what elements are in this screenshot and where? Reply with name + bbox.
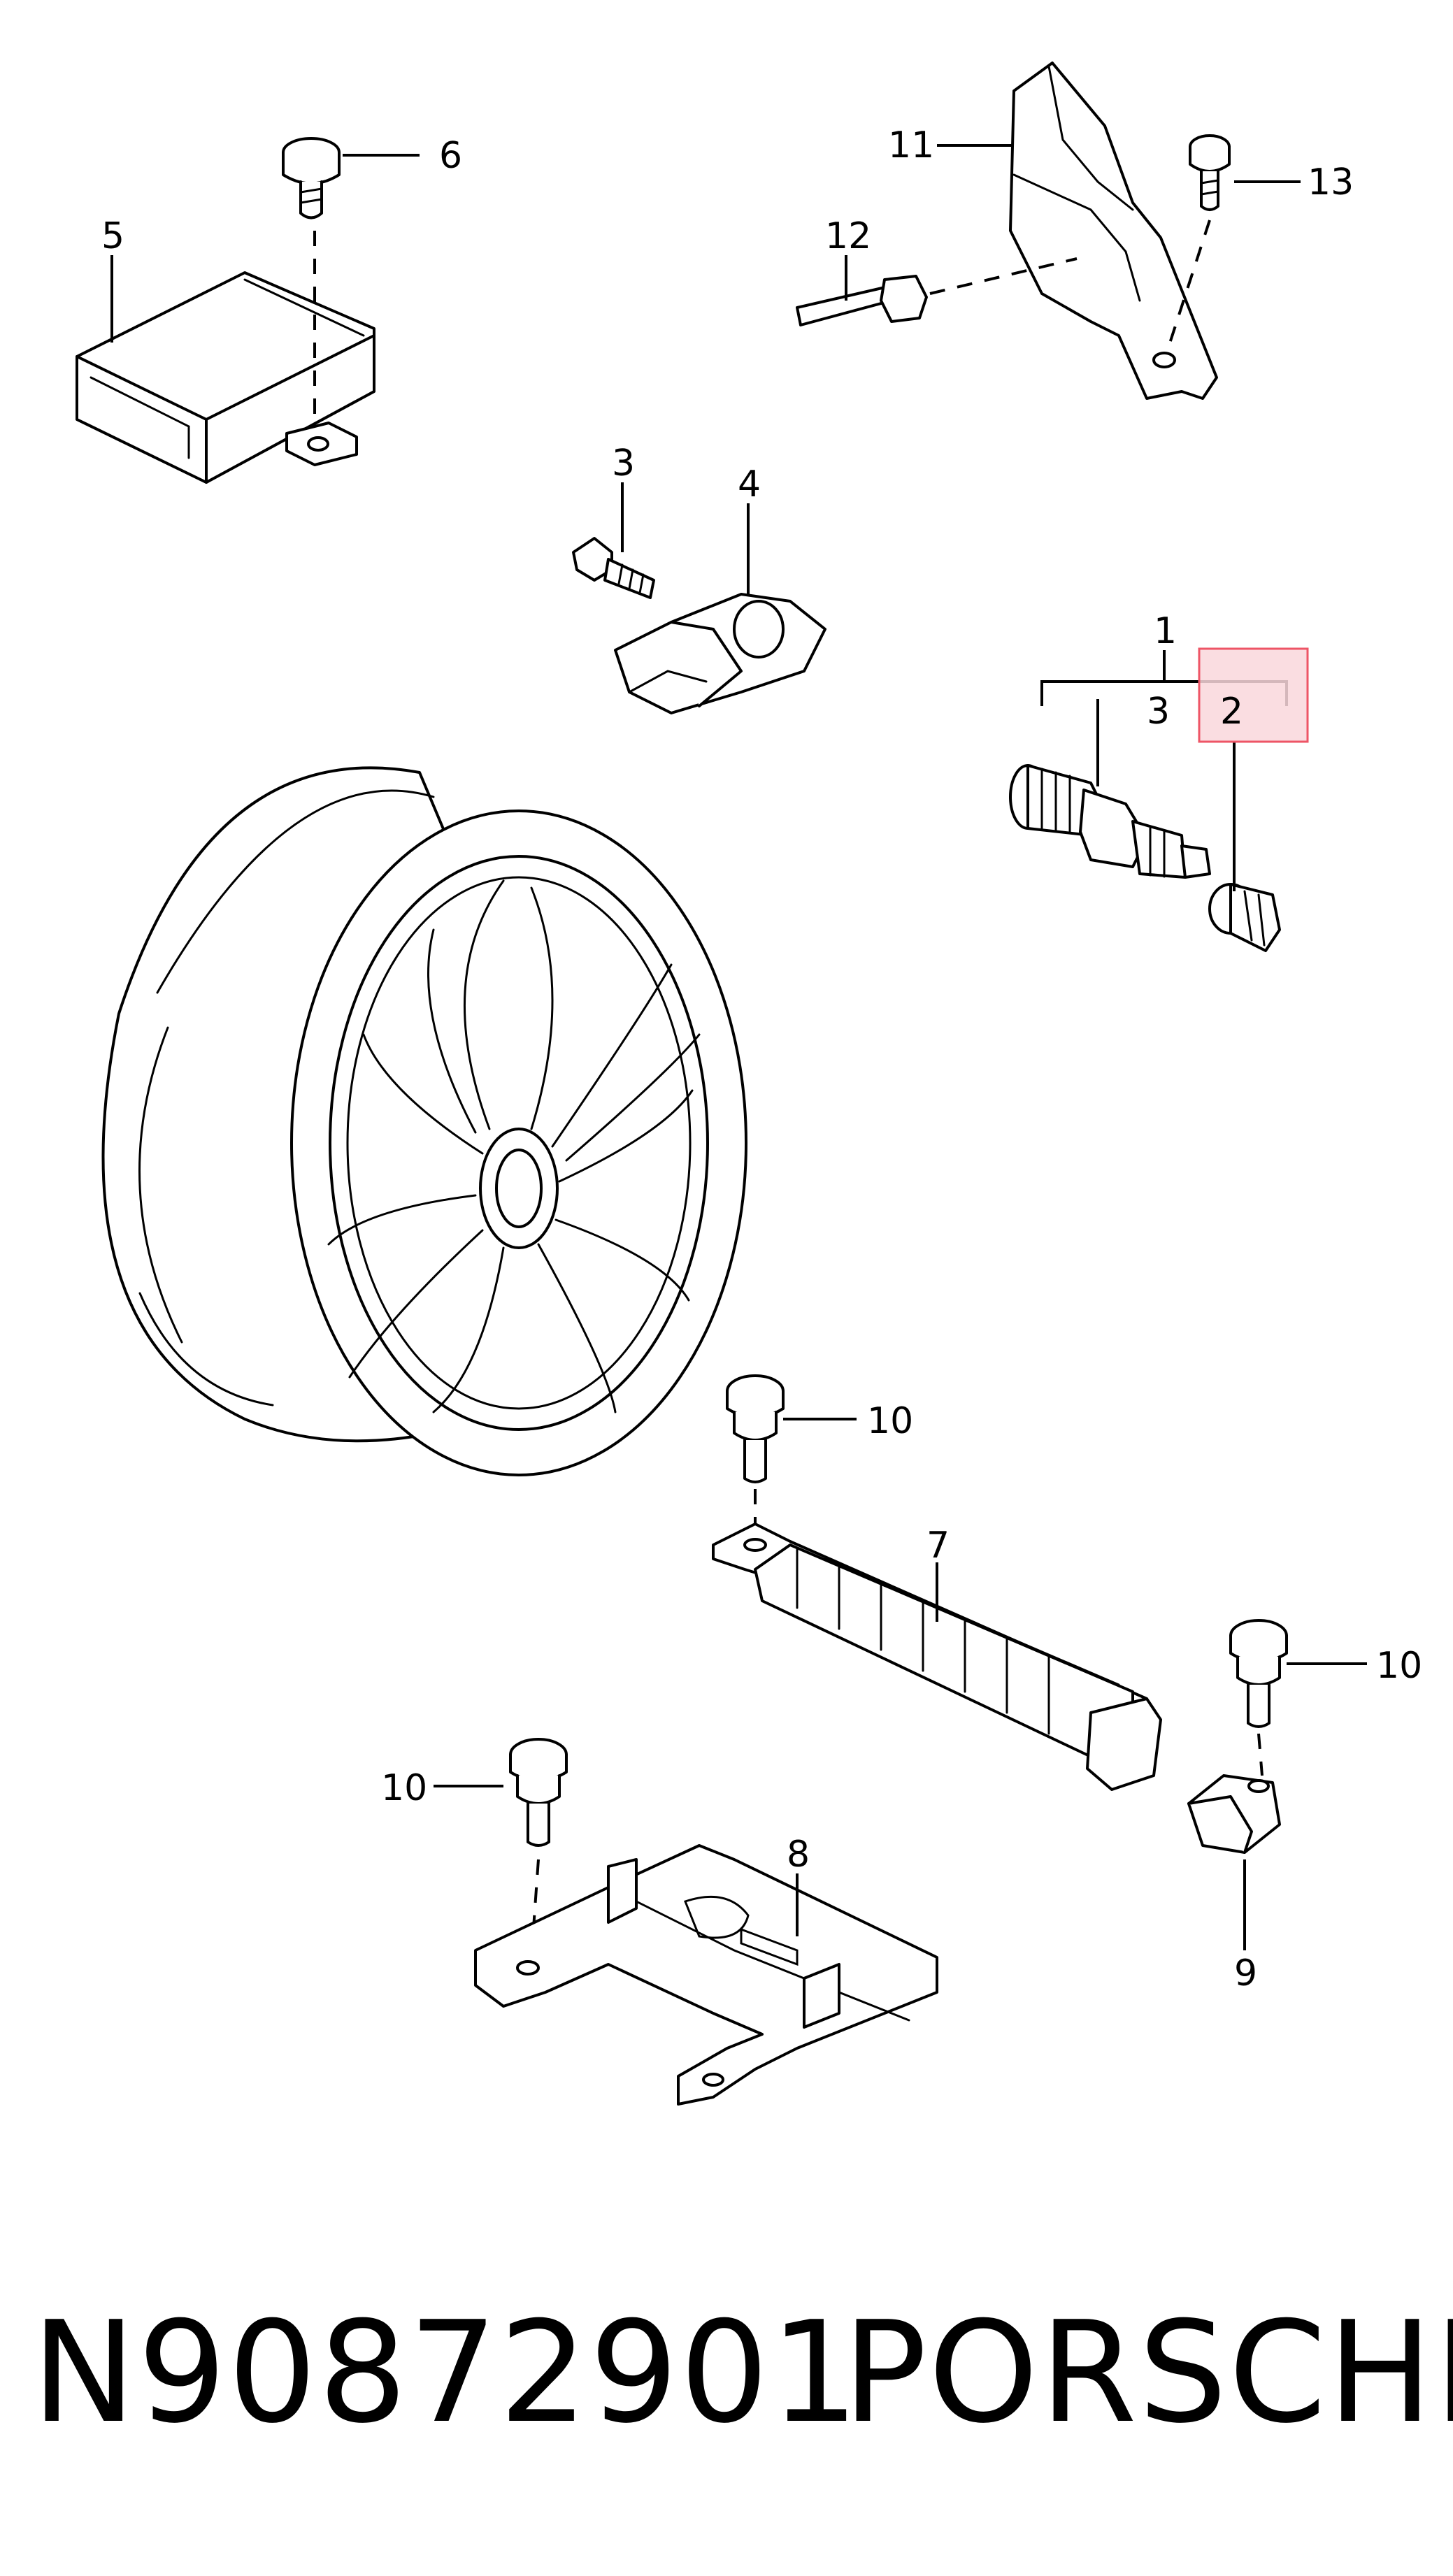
sensor-screw-part-3 xyxy=(572,537,655,599)
screw-part-10c xyxy=(509,1738,568,1958)
callout-4: 4 xyxy=(738,463,761,505)
callout-9: 9 xyxy=(1234,1952,1257,1994)
callout-11: 11 xyxy=(888,124,934,166)
screw-part-10a xyxy=(726,1374,785,1538)
callout-12: 12 xyxy=(825,215,871,257)
callout-13: 13 xyxy=(1308,161,1354,203)
callout-8: 8 xyxy=(787,1834,810,1876)
valve-cap-part-2 xyxy=(1208,883,1281,952)
callout-6: 6 xyxy=(439,135,462,177)
callout-10-left: 10 xyxy=(381,1767,427,1809)
screw-part-10b xyxy=(1229,1619,1288,1776)
callout-10-top: 10 xyxy=(867,1400,913,1442)
bracket-part-11 xyxy=(1009,62,1218,400)
callout-2: 2 xyxy=(1220,691,1243,733)
highlight-box-part-2 xyxy=(1198,647,1309,743)
callout-3-screw: 3 xyxy=(612,442,635,484)
control-unit-part xyxy=(76,271,375,484)
clip-part-9 xyxy=(1187,1774,1281,1854)
callout-7: 7 xyxy=(926,1525,950,1567)
valve-part-1 xyxy=(1009,764,1211,879)
callout-3-valve: 3 xyxy=(1147,691,1170,733)
screw-part-6 xyxy=(282,137,341,426)
callout-1: 1 xyxy=(1154,610,1177,652)
screw-part-13 xyxy=(1166,134,1231,350)
bolt-part-12 xyxy=(796,257,1078,326)
tpms-sensor-part-4 xyxy=(614,593,826,714)
callout-10-right: 10 xyxy=(1376,1645,1422,1687)
brand-label: PORSCHE xyxy=(843,2291,1453,2454)
antenna-part-7 xyxy=(712,1523,1162,1791)
callout-5: 5 xyxy=(101,215,124,257)
part-number-label: N90872901 xyxy=(31,2291,861,2454)
wheel-rim xyxy=(101,766,747,1476)
tray-part-8 xyxy=(474,1844,938,2106)
